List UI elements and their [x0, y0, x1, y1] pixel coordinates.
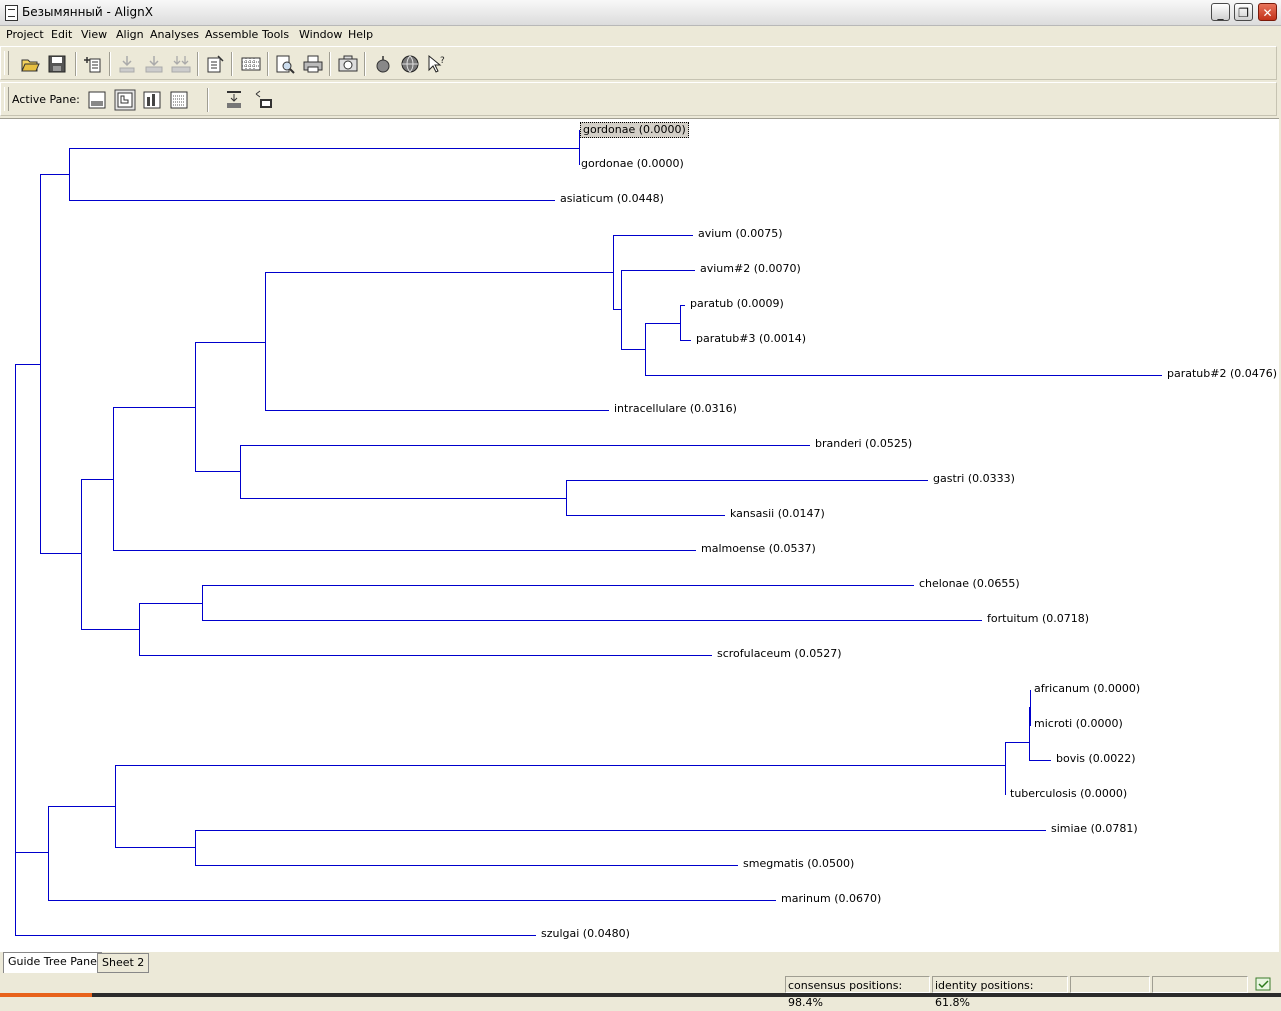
- help-pointer-icon[interactable]: ?: [426, 53, 448, 75]
- tree-leaf-label[interactable]: gordonae (0.0000): [580, 122, 689, 138]
- tree-leaf-label[interactable]: bovis (0.0022): [1056, 752, 1136, 765]
- pane-4-icon[interactable]: [168, 89, 190, 111]
- tree-leaf-label[interactable]: malmoense (0.0537): [701, 542, 816, 555]
- consensus-positions-status: consensus positions: 98.4%: [785, 976, 930, 1009]
- import-multiple-icon[interactable]: [143, 53, 165, 75]
- tree-leaf-label[interactable]: simiae (0.0781): [1051, 822, 1138, 835]
- save-icon[interactable]: [46, 53, 68, 75]
- app-document-icon: [5, 5, 18, 21]
- print-icon[interactable]: [302, 53, 324, 75]
- tree-leaf-label[interactable]: paratub#2 (0.0476): [1167, 367, 1278, 380]
- tree-leaf-label[interactable]: scrofulaceum (0.0527): [717, 647, 842, 660]
- taskbar-strip: [0, 993, 1281, 997]
- tree-leaf-label[interactable]: branderi (0.0525): [815, 437, 913, 450]
- menu-view[interactable]: View: [81, 28, 108, 41]
- close-button[interactable]: ✕: [1258, 3, 1277, 21]
- title-bar: Безымянный - AlignX _ ❐ ✕: [0, 0, 1281, 26]
- minimize-button[interactable]: _: [1211, 3, 1230, 21]
- toolbar-separator: [197, 52, 199, 76]
- toolbar-separator: [109, 52, 111, 76]
- toolbar-grip[interactable]: [4, 51, 9, 75]
- tab-sheet-2[interactable]: Sheet 2: [97, 953, 150, 973]
- tab-guide-tree-pane[interactable]: Guide Tree Pane: [3, 952, 102, 973]
- tree-leaf-label[interactable]: gordonae (0.0000): [581, 157, 684, 170]
- tree-leaf-label[interactable]: kansasii (0.0147): [730, 507, 825, 520]
- align-bottom-icon[interactable]: [252, 89, 274, 111]
- toolbar-grip[interactable]: [4, 87, 9, 111]
- pane-2-icon[interactable]: [114, 89, 136, 111]
- import-all-icon[interactable]: [170, 53, 192, 75]
- toolbar-separator: [267, 52, 269, 76]
- import-icon[interactable]: [116, 53, 138, 75]
- tree-leaf-label[interactable]: microti (0.0000): [1034, 717, 1123, 730]
- toolbar-separator: [329, 52, 331, 76]
- tree-leaf-label[interactable]: avium#2 (0.0070): [700, 262, 801, 275]
- menu-bar: Project Edit View Align Analyses Assembl…: [0, 26, 1281, 45]
- tree-leaf-label[interactable]: paratub (0.0009): [690, 297, 784, 310]
- camera-icon[interactable]: [337, 53, 359, 75]
- guide-tree-diagram: [15, 130, 1162, 936]
- menu-window[interactable]: Window: [299, 28, 343, 41]
- tree-leaf-label[interactable]: fortuitum (0.0718): [987, 612, 1090, 625]
- main-toolbar: ?: [0, 46, 1277, 80]
- restore-button[interactable]: ❐: [1234, 3, 1253, 21]
- tree-leaf-label[interactable]: szulgai (0.0480): [541, 927, 630, 940]
- active-pane-label: Active Pane:: [12, 93, 80, 106]
- toolbar-separator: [75, 52, 77, 76]
- identity-positions-status: identity positions: 61.8%: [932, 976, 1068, 1009]
- tree-leaf-label[interactable]: asiaticum (0.0448): [560, 192, 664, 205]
- open-icon[interactable]: [19, 53, 41, 75]
- toolbar-separator: [364, 52, 366, 76]
- add-sequence-icon[interactable]: [82, 53, 104, 75]
- tree-leaf-label[interactable]: paratub#3 (0.0014): [696, 332, 807, 345]
- pane-3-icon[interactable]: [141, 89, 163, 111]
- preview-icon[interactable]: [274, 53, 296, 75]
- tree-leaf-label[interactable]: gastri (0.0333): [933, 472, 1015, 485]
- tree-leaf-label[interactable]: chelonae (0.0655): [919, 577, 1020, 590]
- tree-leaf-label[interactable]: smegmatis (0.0500): [743, 857, 855, 870]
- toolbar-separator: [231, 52, 233, 76]
- tree-leaf-label[interactable]: marinum (0.0670): [781, 892, 882, 905]
- menu-analyses[interactable]: Analyses: [150, 28, 200, 41]
- sheet-tabs: Guide Tree Pane Sheet 2: [0, 952, 1281, 974]
- menu-align[interactable]: Align: [116, 28, 144, 41]
- globe-icon[interactable]: [399, 53, 421, 75]
- status-panel-empty: [1152, 976, 1248, 993]
- status-panel-empty: [1070, 976, 1150, 993]
- menu-edit[interactable]: Edit: [51, 28, 73, 41]
- menu-help[interactable]: Help: [348, 28, 374, 41]
- menu-project[interactable]: Project: [6, 28, 44, 41]
- status-check-icon: [1252, 976, 1278, 993]
- pane-1-icon[interactable]: [86, 89, 108, 111]
- bomb-icon[interactable]: [372, 53, 394, 75]
- tree-leaf-label[interactable]: tuberculosis (0.0000): [1010, 787, 1128, 800]
- menu-tools[interactable]: Tools: [262, 28, 290, 41]
- window-title: Безымянный - AlignX: [22, 5, 153, 19]
- toolbar-separator: [207, 88, 209, 112]
- svg-text:?: ?: [440, 56, 445, 66]
- tree-leaf-label[interactable]: intracellulare (0.0316): [614, 402, 737, 415]
- export-icon[interactable]: [204, 53, 226, 75]
- tree-leaf-label[interactable]: africanum (0.0000): [1034, 682, 1141, 695]
- menu-assemble[interactable]: Assemble: [205, 28, 259, 41]
- guide-tree-pane[interactable]: gordonae (0.0000) gordonae (0.0000) asiati…: [0, 118, 1279, 952]
- grid-icon[interactable]: [240, 53, 262, 75]
- pane-toolbar: Active Pane:: [0, 82, 1277, 116]
- tree-leaf-label[interactable]: avium (0.0075): [698, 227, 783, 240]
- align-top-icon[interactable]: [223, 89, 245, 111]
